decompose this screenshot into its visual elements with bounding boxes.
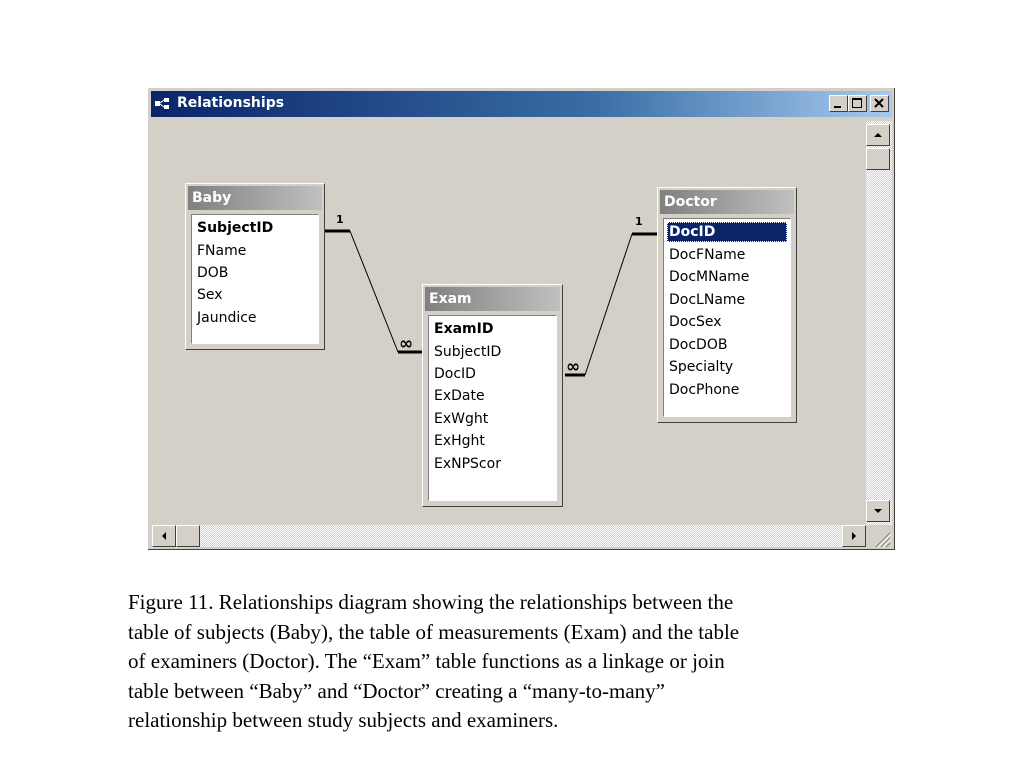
maximize-button[interactable] — [848, 95, 867, 112]
relationships-canvas[interactable]: 1 ∞ 1 ∞ Baby SubjectID FName DOB Sex Jau… — [152, 121, 865, 525]
caption-line: Figure 11. Relationships diagram showing… — [128, 590, 734, 614]
field-docid[interactable]: DocID — [667, 222, 787, 242]
many-label-exam-subject: ∞ — [399, 334, 413, 354]
field-doclname[interactable]: DocLName — [669, 292, 746, 308]
minimize-icon — [834, 106, 841, 108]
one-label-doctor: 1 — [635, 215, 643, 228]
field-exhght[interactable]: ExHght — [434, 433, 485, 449]
caption-line: table between “Baby” and “Doctor” creati… — [128, 678, 665, 703]
relationships-window: Relationships 1 ∞ — [147, 87, 896, 551]
field-examid[interactable]: ExamID — [434, 321, 494, 337]
horizontal-scroll-thumb[interactable] — [176, 525, 200, 547]
field-exnpscor[interactable]: ExNPScor — [434, 456, 501, 472]
field-subjectid[interactable]: SubjectID — [434, 344, 502, 360]
field-docsex[interactable]: DocSex — [669, 314, 722, 330]
caption-line: table of subjects (Baby), the table of m… — [128, 619, 740, 644]
field-jaundice[interactable]: Jaundice — [197, 310, 257, 326]
minimize-button[interactable] — [829, 95, 848, 112]
vertical-scroll-thumb[interactable] — [866, 148, 890, 170]
figure-caption: Figure 11. Relationships diagram showing… — [128, 588, 908, 736]
table-doctor[interactable]: Doctor DocID DocFName DocMName DocLName … — [657, 187, 797, 423]
arrow-down-icon — [874, 509, 882, 513]
field-sex[interactable]: Sex — [197, 287, 223, 303]
close-button[interactable] — [870, 95, 889, 112]
field-exwght[interactable]: ExWght — [434, 411, 489, 427]
scroll-left-button[interactable] — [152, 525, 176, 547]
table-baby[interactable]: Baby SubjectID FName DOB Sex Jaundice — [185, 183, 325, 350]
resize-grip-icon — [875, 532, 892, 549]
arrow-left-icon — [162, 532, 166, 540]
title-bar[interactable]: Relationships — [151, 91, 892, 117]
relationship-lines: 1 ∞ 1 ∞ — [325, 213, 659, 377]
field-docphone[interactable]: DocPhone — [669, 382, 740, 398]
field-docfname[interactable]: DocFName — [669, 247, 746, 263]
table-baby-title[interactable]: Baby — [188, 186, 322, 210]
table-exam-title[interactable]: Exam — [425, 287, 560, 311]
field-docmname[interactable]: DocMName — [669, 269, 750, 285]
resize-grip[interactable] — [866, 525, 892, 549]
field-docid[interactable]: DocID — [434, 366, 476, 382]
horizontal-scrollbar[interactable] — [152, 525, 866, 547]
arrow-right-icon — [852, 532, 856, 540]
one-label-baby: 1 — [336, 213, 344, 226]
arrow-up-icon — [874, 133, 882, 137]
field-specialty[interactable]: Specialty — [669, 359, 734, 375]
table-doctor-title[interactable]: Doctor — [660, 190, 794, 214]
relationship-doctor-exam — [565, 232, 659, 377]
field-docdob[interactable]: DocDOB — [669, 337, 728, 353]
window-title: Relationships — [177, 95, 285, 111]
scroll-right-button[interactable] — [842, 525, 866, 547]
many-label-exam-doc: ∞ — [566, 357, 580, 377]
vertical-scrollbar[interactable] — [866, 121, 892, 525]
close-icon — [874, 98, 884, 108]
caption-line: of examiners (Doctor). The “Exam” table … — [128, 649, 725, 673]
caption-line: relationship between study subjects and … — [128, 708, 559, 732]
field-fname[interactable]: FName — [197, 243, 247, 259]
table-baby-fields[interactable]: SubjectID FName DOB Sex Jaundice — [191, 214, 319, 344]
maximize-icon — [852, 98, 862, 108]
relationships-icon — [155, 98, 169, 109]
relationship-baby-exam — [325, 229, 422, 354]
field-dob[interactable]: DOB — [197, 265, 229, 281]
table-exam[interactable]: Exam ExamID SubjectID DocID ExDate ExWgh… — [422, 284, 563, 507]
table-doctor-fields[interactable]: DocID DocFName DocMName DocLName DocSex … — [663, 218, 791, 417]
field-exdate[interactable]: ExDate — [434, 388, 485, 404]
table-exam-fields[interactable]: ExamID SubjectID DocID ExDate ExWght ExH… — [428, 315, 557, 501]
scroll-up-button[interactable] — [866, 124, 890, 146]
scroll-down-button[interactable] — [866, 500, 890, 522]
field-subjectid[interactable]: SubjectID — [197, 220, 274, 236]
